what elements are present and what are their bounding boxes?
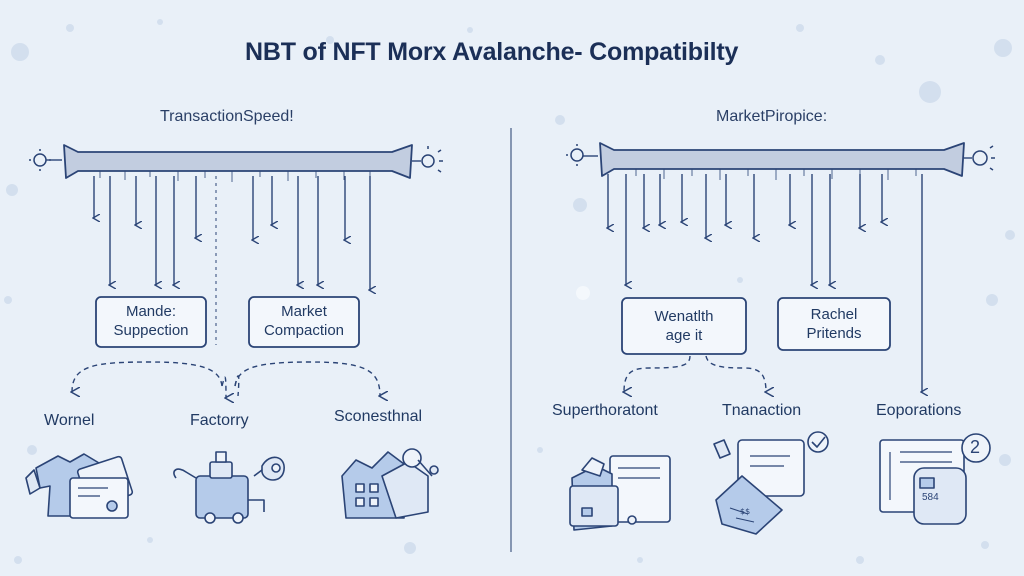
right-panel-art: $$ <box>566 142 995 535</box>
right-label-3: Eoporations <box>876 402 962 419</box>
transaction-document-icon: $$ <box>713 431 829 535</box>
right-box-2-text: Rachel Pritends <box>778 305 890 343</box>
left-sun-icon-2 <box>421 146 443 173</box>
left-header-bar <box>63 144 413 179</box>
device-screen-text: 584 <box>922 492 939 503</box>
right-box-2-line1: Rachel <box>810 306 858 323</box>
wallet-cards-icon <box>569 455 671 531</box>
left-box-2-line1: Market <box>281 303 327 320</box>
right-label-2: Tnanaction <box>722 402 802 419</box>
right-sun-icon-2 <box>972 145 995 171</box>
right-sun-icon <box>566 144 584 166</box>
left-label-3: Sconesthnal <box>334 408 423 425</box>
right-box-2-line2: Pritends <box>806 325 862 342</box>
page-title: NBT of NFT Morx Avalanche- Compatibilty <box>245 38 739 66</box>
left-panel-heading: TransactionSpeed! <box>160 108 294 125</box>
right-box-1 <box>621 297 747 355</box>
right-header-bar <box>599 142 965 177</box>
left-box-1-text: Mande: Suppection <box>96 302 206 340</box>
operations-device-icon <box>879 433 991 525</box>
left-box-2-line2: Compaction <box>263 322 345 339</box>
left-box-1-line2: Suppection <box>113 322 189 339</box>
left-box-2 <box>248 296 360 348</box>
shirt-icon <box>25 453 134 519</box>
svg-text:$$: $$ <box>740 507 750 516</box>
left-panel-art <box>25 144 443 524</box>
right-box-2 <box>777 297 891 351</box>
left-box-1 <box>95 296 207 348</box>
background-dots <box>4 19 1015 564</box>
right-panel-heading: MarketPiropice: <box>716 108 828 125</box>
city-buildings-icon <box>341 448 439 519</box>
right-box-1-text: Wenatlth age it <box>622 307 746 345</box>
right-box-1-line1: Wenatlth <box>654 308 714 325</box>
factory-machine-icon <box>173 451 285 524</box>
left-label-1: Wornel <box>44 412 95 429</box>
left-box-2-text: Market Compaction <box>249 302 359 340</box>
right-box-1-line2: age it <box>665 327 703 344</box>
number-badge: 2 <box>970 437 981 457</box>
left-label-2: Factorry <box>190 412 249 429</box>
left-box-1-line1: Mande: <box>125 303 177 320</box>
right-label-1: Superthoratont <box>552 402 658 419</box>
